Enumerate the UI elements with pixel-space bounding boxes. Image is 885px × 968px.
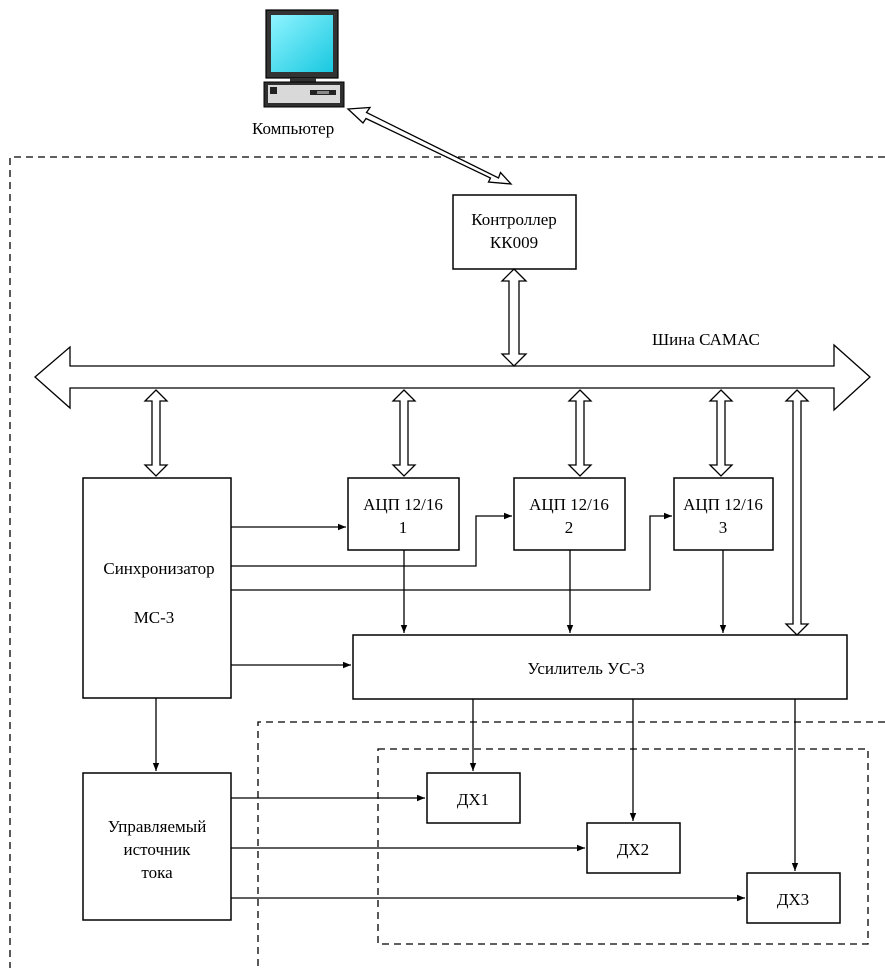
synchronizer-label-line1: Синхронизатор xyxy=(103,559,214,578)
controller-bus-link xyxy=(500,268,528,367)
adc1-bus-link xyxy=(391,389,417,477)
outer-system-boundary xyxy=(9,156,885,968)
synchronizer-box xyxy=(82,477,232,699)
sensor-1-label: ДХ1 xyxy=(457,790,489,809)
computer-icon xyxy=(263,9,345,108)
computer-label: Компьютер xyxy=(252,119,334,138)
adc-1-label-line1: АЦП 12/16 xyxy=(363,495,443,514)
sensor-1-box xyxy=(426,772,521,824)
controller-label-line2: КК009 xyxy=(490,233,538,252)
sync-to-adc3-wire xyxy=(231,512,672,591)
adc-1-label-line2: 1 xyxy=(399,518,408,537)
camac-bus xyxy=(34,343,871,412)
sensor-2-box xyxy=(586,822,681,874)
controller-label-line1: Контроллер xyxy=(471,210,557,229)
adc-2-label-line2: 2 xyxy=(565,518,574,537)
adc-3-label-line2: 3 xyxy=(719,518,728,537)
sync-bus-link xyxy=(143,389,169,477)
amplifier-box xyxy=(352,634,848,700)
synchronizer-label-line2: МС-3 xyxy=(134,608,175,627)
sensor-3-label: ДХ3 xyxy=(777,890,809,909)
sensor-area-boundary xyxy=(257,721,885,968)
adc-2-label-line1: АЦП 12/16 xyxy=(529,495,609,514)
current-source-label-line1: Управляемый xyxy=(108,817,207,836)
adc2-bus-link xyxy=(567,389,593,477)
adc-2-box xyxy=(513,477,626,551)
adc-1-box xyxy=(347,477,460,551)
bus-label: Шина САМАС xyxy=(652,330,760,349)
current-source-box xyxy=(82,772,232,921)
sensor-group-boundary xyxy=(377,748,869,945)
adc-3-box xyxy=(673,477,774,551)
adc3-bus-link xyxy=(708,389,734,477)
sync-to-adc2-wire xyxy=(231,512,512,567)
sensor-2-label: ДХ2 xyxy=(617,840,649,859)
controller-box xyxy=(452,194,577,270)
current-source-label-line3: тока xyxy=(141,863,173,882)
computer-controller-link xyxy=(346,106,513,185)
amplifier-bus-link xyxy=(784,389,810,636)
adc-3-label-line1: АЦП 12/16 xyxy=(683,495,763,514)
amplifier-label: Усилитель УС-3 xyxy=(527,659,644,678)
current-source-label-line2: источник xyxy=(124,840,192,859)
sensor-3-box xyxy=(746,872,841,924)
